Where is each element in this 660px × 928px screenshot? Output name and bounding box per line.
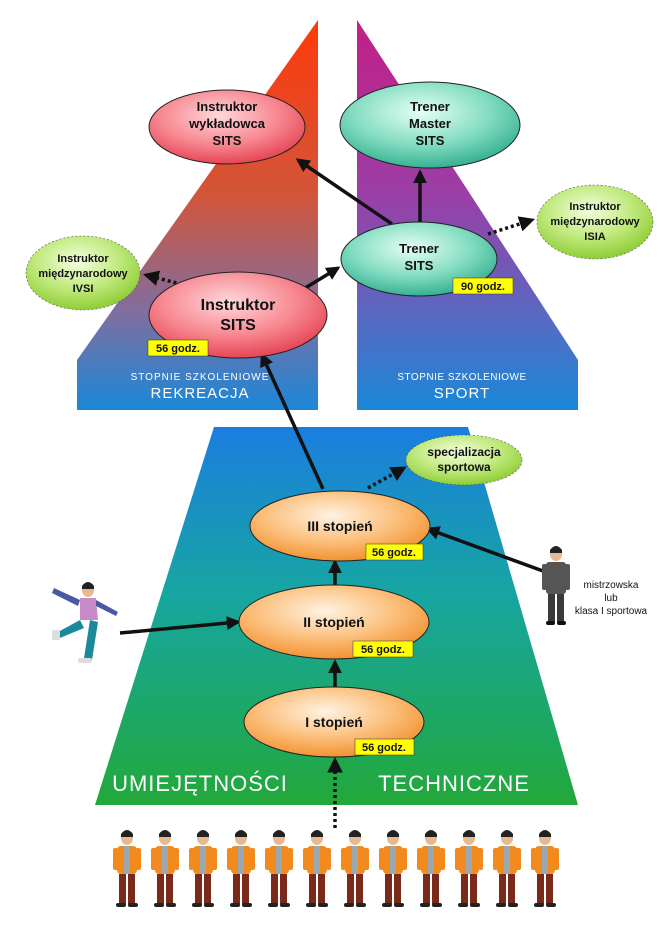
beginner-figure — [493, 830, 521, 907]
technical-caption-left: UMIEJĘTNOŚCI — [112, 771, 288, 796]
beginner-figure — [303, 830, 331, 907]
hours-box-trainer — [452, 277, 514, 295]
technical-caption-right: TECHNICZNE — [378, 771, 530, 796]
dotted-arrow-to-specialization — [367, 466, 407, 490]
svg-text:Trener: Trener — [410, 99, 450, 114]
beginner-figure — [151, 830, 179, 907]
sport-caption: SPORT — [434, 385, 490, 402]
svg-text:Trener: Trener — [399, 241, 439, 256]
node-level-1: I stopień 56 godz. — [243, 686, 425, 758]
node-instructor-sits: Instruktor SITS 56 godz. — [147, 271, 328, 359]
svg-text:międzynarodowy: międzynarodowy — [550, 216, 640, 228]
node-specialization: specjalizacja sportowa — [405, 434, 523, 486]
recreation-caption: REKREACJA — [150, 385, 249, 402]
standing-athlete-figure — [542, 546, 570, 625]
node-international-ivsi: Instruktor międzynarodowy IVSI — [25, 235, 141, 311]
svg-text:56 godz.: 56 godz. — [372, 547, 416, 559]
hours-box-level3 — [365, 543, 424, 561]
svg-text:Master: Master — [409, 116, 451, 131]
sport-caption-small: STOPNIE SZKOLENIOWE — [397, 372, 526, 383]
hours-box-level1 — [354, 738, 415, 756]
svg-text:IVSI: IVSI — [73, 283, 94, 295]
svg-text:mistrzowska: mistrzowska — [583, 580, 638, 591]
beginner-figure — [455, 830, 483, 907]
svg-text:SITS: SITS — [213, 133, 242, 148]
svg-text:Instruktor: Instruktor — [197, 99, 258, 114]
svg-text:Instruktor: Instruktor — [201, 297, 276, 314]
beginner-figure — [113, 830, 141, 907]
svg-text:56 godz.: 56 godz. — [361, 644, 405, 656]
node-level-3: III stopień 56 godz. — [249, 490, 431, 562]
node-international-isia: Instruktor międzynarodowy ISIA — [536, 184, 654, 260]
svg-text:I stopień: I stopień — [305, 714, 363, 730]
svg-text:Instruktor: Instruktor — [57, 253, 109, 265]
svg-text:lub: lub — [604, 593, 618, 604]
freestyle-skier-figure — [52, 582, 118, 663]
node-level-2: II stopień 56 godz. — [238, 584, 430, 660]
beginner-figure — [531, 830, 559, 907]
hours-box-level2 — [352, 640, 414, 658]
svg-text:sportowa: sportowa — [437, 460, 491, 474]
beginner-figure — [417, 830, 445, 907]
recreation-caption-small: STOPNIE SZKOLENIOWE — [131, 372, 270, 383]
svg-text:III stopień: III stopień — [307, 518, 372, 534]
athlete-note: mistrzowska lub klasa I sportowa — [575, 580, 648, 617]
svg-text:specjalizacja: specjalizacja — [427, 445, 501, 459]
hours-box-instructor — [147, 339, 209, 357]
beginner-figure — [265, 830, 293, 907]
beginner-figure — [379, 830, 407, 907]
beginner-figure — [189, 830, 217, 907]
svg-text:międzynarodowy: międzynarodowy — [38, 268, 128, 280]
svg-text:Instruktor: Instruktor — [569, 201, 621, 213]
svg-text:SITS: SITS — [405, 258, 434, 273]
beginner-figure — [227, 830, 255, 907]
arrow-trainer-to-lecturer — [295, 158, 393, 226]
node-trainer-master: Trener Master SITS — [339, 81, 521, 169]
svg-text:SITS: SITS — [416, 133, 445, 148]
dotted-arrow-to-isia — [487, 216, 536, 236]
beginner-figure — [341, 830, 369, 907]
svg-text:56 godz.: 56 godz. — [156, 343, 200, 355]
svg-text:ISIA: ISIA — [584, 231, 605, 243]
svg-text:wykładowca: wykładowca — [188, 116, 266, 131]
svg-text:90 godz.: 90 godz. — [461, 281, 505, 293]
beginner-figures-row — [113, 830, 559, 907]
svg-text:SITS: SITS — [220, 317, 256, 334]
node-trainer-sits: Trener SITS 90 godz. — [340, 221, 514, 297]
arrow-instructor-to-trainer — [301, 266, 341, 292]
arrow-skier-to-level2 — [119, 616, 241, 635]
svg-text:II stopień: II stopień — [303, 614, 364, 630]
svg-text:klasa I sportowa: klasa I sportowa — [575, 606, 648, 617]
arrow-level3-to-instructor — [260, 352, 325, 490]
arrow-athlete-to-level3 — [425, 526, 544, 573]
node-instructor-lecturer: Instruktor wykładowca SITS — [148, 89, 306, 165]
svg-text:56 godz.: 56 godz. — [362, 742, 406, 754]
